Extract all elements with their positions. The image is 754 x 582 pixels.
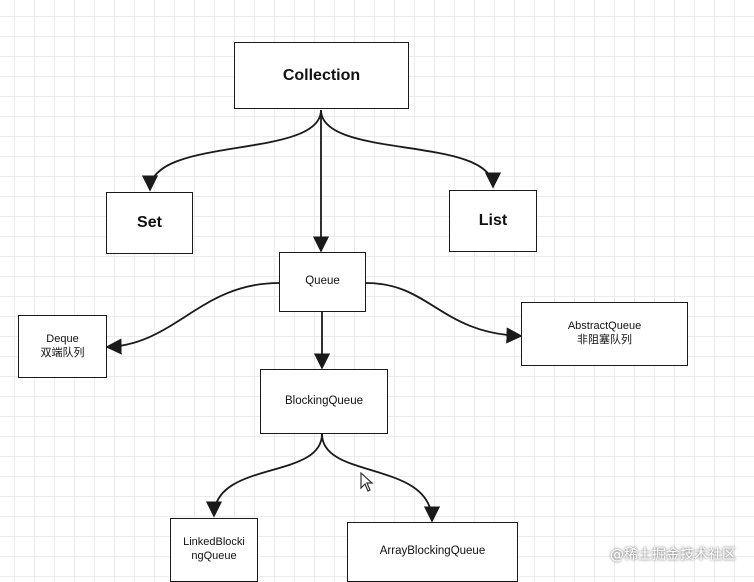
node-linkedblockingqueue-label: LinkedBlocki [183, 536, 245, 549]
node-blockingqueue-label: BlockingQueue [285, 394, 363, 407]
node-collection[interactable]: Collection [234, 42, 409, 109]
edge-blocking-array [321, 433, 441, 523]
node-list-label: List [478, 212, 508, 230]
node-collection-label: Collection [282, 66, 361, 84]
node-deque-sublabel: 双端队列 [40, 346, 85, 359]
node-set-label: Set [137, 214, 162, 232]
node-queue[interactable]: Queue [279, 252, 366, 312]
node-linkedblockingqueue[interactable]: LinkedBlocki ngQueue [170, 518, 258, 582]
node-deque-label: Deque [46, 332, 79, 345]
node-queue-label: Queue [305, 275, 340, 288]
node-arrayblockingqueue[interactable]: ArrayBlockingQueue [347, 522, 518, 582]
node-arrayblockingqueue-label: ArrayBlockingQueue [379, 545, 486, 558]
node-deque[interactable]: Deque 双端队列 [18, 315, 107, 378]
edge-collection-set [141, 109, 322, 192]
node-blockingqueue[interactable]: BlockingQueue [260, 369, 388, 434]
edge-queue-abstractqueue [365, 282, 523, 344]
node-list[interactable]: List [449, 190, 537, 252]
edge-queue-deque [105, 282, 280, 355]
node-linkedblockingqueue-label-cont: ngQueue [191, 550, 237, 562]
edge-blocking-linked [205, 433, 323, 518]
watermark: @稀土掘金技术社区 [610, 547, 736, 563]
node-abstractqueue-sublabel: 非阻塞队列 [577, 334, 632, 346]
node-set[interactable]: Set [106, 192, 193, 254]
node-abstractqueue-label: AbstractQueue [567, 320, 642, 333]
mouse-cursor-icon [360, 472, 374, 492]
edge-collection-list [320, 109, 502, 189]
node-abstractqueue[interactable]: AbstractQueue 非阻塞队列 [521, 302, 688, 366]
